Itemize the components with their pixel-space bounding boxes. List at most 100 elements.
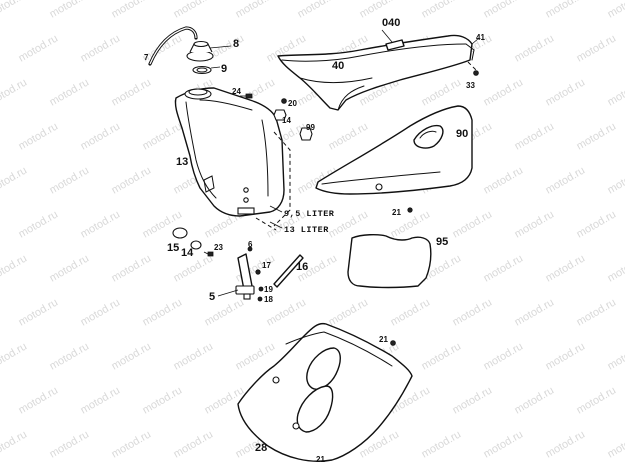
label-28: 28 <box>255 442 267 454</box>
watermark-text: motod.ru <box>389 296 433 328</box>
watermark-text: motod.ru <box>48 428 92 460</box>
watermark-text: motod.ru <box>575 296 619 328</box>
watermark-text: motod.ru <box>79 296 123 328</box>
seat <box>277 34 477 111</box>
watermark-text: motod.ru <box>513 208 557 240</box>
watermark-text: motod.ru <box>79 384 123 416</box>
label-13: 13 <box>176 156 188 168</box>
label-6: 6 <box>248 240 253 249</box>
breather-hose <box>148 26 198 66</box>
label-capacity-small: 9,5 LITER <box>284 209 335 219</box>
watermark-text: motod.ru <box>0 0 29 21</box>
watermark-text: motod.ru <box>0 340 29 372</box>
watermark-text: motod.ru <box>482 340 526 372</box>
watermark-text: motod.ru <box>513 384 557 416</box>
watermark-text: motod.ru <box>451 384 495 416</box>
label-40: 40 <box>332 60 344 72</box>
watermark-text: motod.ru <box>606 76 625 108</box>
watermark-text: motod.ru <box>544 428 588 460</box>
label-14-lower: 14 <box>181 247 194 259</box>
radiator-shroud <box>237 322 413 462</box>
leader-lines <box>203 29 480 297</box>
label-9: 9 <box>221 63 227 75</box>
label-19: 19 <box>264 285 273 294</box>
watermark-text: motod.ru <box>141 120 185 152</box>
watermark-text: motod.ru <box>606 164 625 196</box>
watermark-text: motod.ru <box>606 252 625 284</box>
watermark-text: motod.ru <box>327 296 371 328</box>
label-15: 15 <box>167 242 179 254</box>
watermark-text: motod.ru <box>420 0 464 21</box>
watermark-text: motod.ru <box>110 428 154 460</box>
watermark-text: motod.ru <box>544 340 588 372</box>
label-41: 41 <box>476 33 485 42</box>
watermark-text: motod.ru <box>17 296 61 328</box>
part-labels: 040 40 41 33 8 9 7 24 20 14 99 90 13 21 … <box>144 17 485 464</box>
watermark-text: motod.ru <box>544 0 588 21</box>
label-14-upper: 14 <box>282 116 291 125</box>
watermark-text: motod.ru <box>141 384 185 416</box>
label-90: 90 <box>456 128 468 140</box>
watermark-text: motod.ru <box>48 164 92 196</box>
watermark-text: motod.ru <box>544 252 588 284</box>
label-21-lower: 21 <box>316 455 325 464</box>
label-33: 33 <box>466 81 475 90</box>
label-8: 8 <box>233 38 239 50</box>
watermark-text: motod.ru <box>172 0 216 21</box>
watermark-text: motod.ru <box>172 252 216 284</box>
watermark-text: motod.ru <box>17 384 61 416</box>
watermark-text: motod.ru <box>606 428 625 460</box>
watermark-text: motod.ru <box>482 252 526 284</box>
watermark-text: motod.ru <box>110 76 154 108</box>
fuel-hose <box>273 254 304 288</box>
watermark-text: motod.ru <box>0 164 29 196</box>
watermark-text: motod.ru <box>17 120 61 152</box>
tank-cap <box>186 40 214 75</box>
watermark-text: motod.ru <box>482 0 526 21</box>
label-21-upper: 21 <box>392 208 401 217</box>
watermark-text: motod.ru <box>79 208 123 240</box>
watermark-text: motod.ru <box>48 0 92 21</box>
label-20: 20 <box>288 99 297 108</box>
side-panel <box>315 105 473 195</box>
watermark-text: motod.ru <box>79 120 123 152</box>
label-24: 24 <box>232 87 241 96</box>
watermark-text: motod.ru <box>606 340 625 372</box>
watermark-text: motod.ru <box>420 428 464 460</box>
watermark-text: motod.ru <box>575 208 619 240</box>
label-23: 23 <box>214 243 223 252</box>
watermark-text: motod.ru <box>17 32 61 64</box>
fuel-tank <box>174 87 291 231</box>
watermark-text: motod.ru <box>482 428 526 460</box>
label-17: 17 <box>262 261 271 270</box>
watermark-text: motod.ru <box>0 428 29 460</box>
watermark-text: motod.ru <box>48 340 92 372</box>
watermark-text: motod.ru <box>482 76 526 108</box>
label-040: 040 <box>382 17 400 29</box>
watermark-text: motod.ru <box>234 0 278 21</box>
fuel-tap <box>235 246 255 300</box>
watermark-text: motod.ru <box>327 120 371 152</box>
watermark-text: motod.ru <box>141 296 185 328</box>
label-capacity-large: 13 LITER <box>284 225 329 235</box>
watermark-text: motod.ru <box>544 164 588 196</box>
watermark-text: motod.ru <box>0 252 29 284</box>
label-18: 18 <box>264 295 273 304</box>
watermark-text: motod.ru <box>79 32 123 64</box>
label-95: 95 <box>436 236 448 248</box>
watermark-text: motod.ru <box>544 76 588 108</box>
label-21-middle: 21 <box>379 335 388 344</box>
watermark-text: motod.ru <box>513 120 557 152</box>
watermark-text: motod.ru <box>575 384 619 416</box>
watermark-text: motod.ru <box>0 76 29 108</box>
watermark-text: motod.ru <box>420 76 464 108</box>
watermark-text: motod.ru <box>110 164 154 196</box>
watermark-text: motod.ru <box>110 340 154 372</box>
watermark-text: motod.ru <box>513 32 557 64</box>
label-5: 5 <box>209 291 215 303</box>
watermark-text: motod.ru <box>451 208 495 240</box>
label-7: 7 <box>144 53 149 62</box>
watermark-text: motod.ru <box>48 76 92 108</box>
watermark-text: motod.ru <box>110 0 154 21</box>
